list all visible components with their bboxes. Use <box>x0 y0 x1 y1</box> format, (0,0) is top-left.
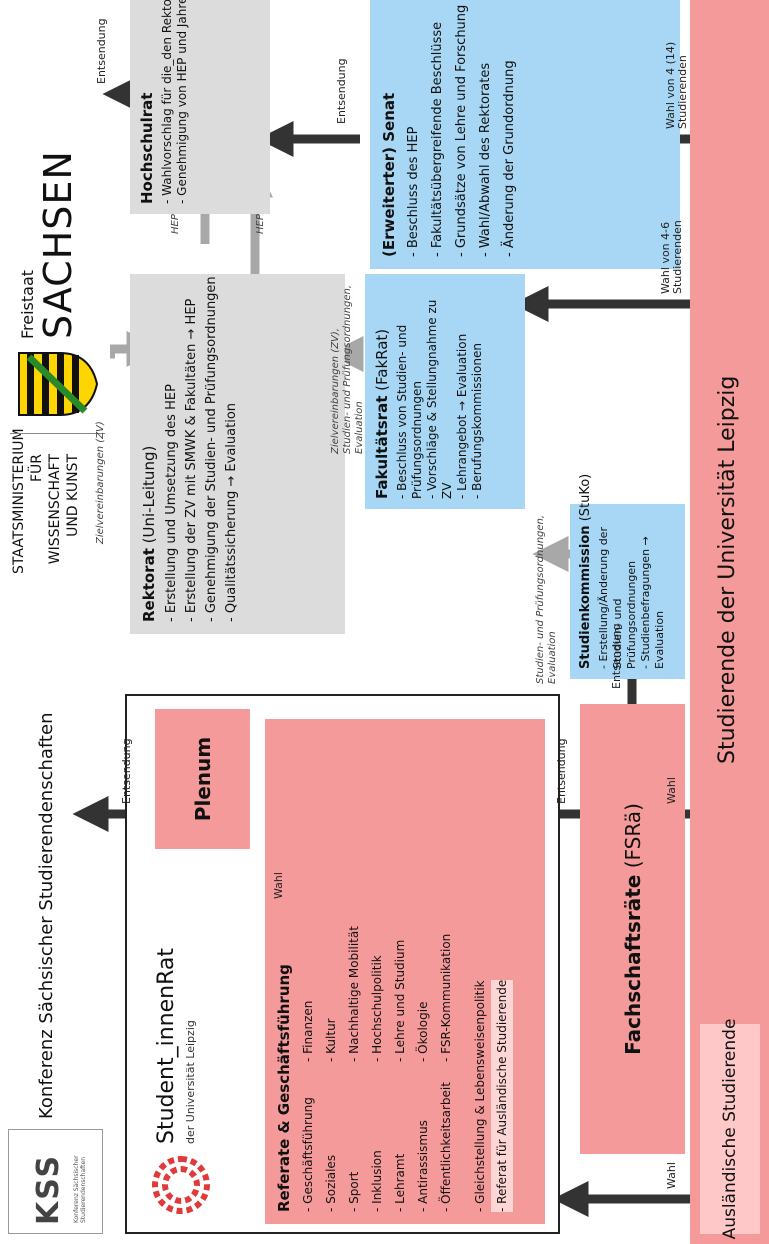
label-zv-spo-2: Studien- und Prüfungsordnungen, <box>342 284 353 454</box>
studierende-title: Studierende der Universität Leipzig <box>715 375 740 764</box>
senat-list: Beschluss des HEP Fakultätsübergreifende… <box>402 5 522 257</box>
referat-item: Geschäftsführung <box>297 1082 320 1212</box>
auslaender-title: Ausländische Studierende <box>720 1018 740 1240</box>
referate-columns: Geschäftsführung Soziales Sport Inklusio… <box>293 731 463 1212</box>
senat-item: Fakultätsübergreifende Beschlüsse <box>426 12 450 257</box>
fsr-title-rest: (FSRä) <box>620 803 645 875</box>
label-entsendung-plenum: Entsendung <box>555 738 568 804</box>
auslaender-box: Ausländische Studierende <box>700 1019 760 1239</box>
label-zv-spo-3: Evaluation <box>354 401 365 454</box>
referate-full-list: Gleichstellung & Lebensweisenpolitik Ref… <box>469 731 513 1212</box>
fakrat-title-bold: Fakultätsrat <box>373 395 391 499</box>
referat-item: Finanzen <box>297 926 320 1062</box>
stura-sub: der Universität Leipzig <box>184 1020 197 1144</box>
label-entsendung-senat: Entsendung <box>335 58 348 124</box>
rektorat-title: Rektorat (Uni-Leitung) <box>140 286 158 622</box>
fakrat-box: Fakultätsrat (FakRat) Beschluss von Stud… <box>365 274 525 509</box>
hochschulrat-title: Hochschulrat <box>138 92 156 204</box>
label-wahl-senat: Wahl von 4 (14) Studierenden <box>664 42 689 129</box>
referat-item: Lehramt <box>389 1082 412 1212</box>
senat-item: Wahl/Abwahl des Rektorates <box>474 12 498 257</box>
stuko-list: Erstellung/Änderung der Studien- und Prü… <box>597 514 667 669</box>
label-zv-spo-1: Zielvereinbarungen (ZV), <box>330 328 341 454</box>
referat-item: Lehre und Studium <box>389 926 412 1062</box>
stura-logo-icon <box>152 1156 210 1214</box>
label-wahl-fsr: Wahl <box>665 777 678 804</box>
referat-item: Kultur <box>320 926 343 1062</box>
referate-col-2: Finanzen Kultur Nachhaltige Mobilität Ho… <box>297 926 458 1062</box>
plenum-title: Plenum <box>190 736 215 822</box>
stuko-box: Studienkommission (StuKo) Erstellung/Änd… <box>570 474 685 679</box>
label-entsendung-stuko: Entsendung <box>610 623 623 689</box>
referat-item: Inklusion <box>366 1082 389 1212</box>
stuko-title-bold: Studienkommission <box>578 525 593 669</box>
fsr-title: Fachschaftsräte (FSRä) <box>621 803 645 1055</box>
label-spo-2: Evaluation <box>547 631 558 684</box>
referat-item: Sport <box>343 1082 366 1212</box>
fakrat-item: Vorschläge & Stellungnahme zu ZV <box>425 284 455 499</box>
hochschulrat-item: Wahlvorschlag für die_den Rektor_in <box>160 0 175 204</box>
hochschulrat-list: Wahlvorschlag für die_den Rektor_in Gene… <box>160 0 190 204</box>
fsr-box: Fachschaftsräte (FSRä) <box>580 704 685 1154</box>
fakrat-item: Beschluss von Studien- und Prüfungsordnu… <box>395 284 425 499</box>
stuko-title: Studienkommission (StuKo) <box>578 474 593 669</box>
fakrat-list: Beschluss von Studien- und Prüfungsordnu… <box>395 284 485 499</box>
referat-item: Soziales <box>320 1082 343 1212</box>
label-hep-senat: HEP <box>255 214 266 234</box>
fakrat-item: Berufungskommissionen <box>470 284 485 499</box>
senat-item: Änderung der Grundordnung <box>498 12 522 257</box>
rektorat-item: Erstellung der ZV mit SMWK & Fakultäten … <box>182 286 202 622</box>
rektorat-title-bold: Rektorat <box>140 548 158 622</box>
referat-item: Öffentlichkeitsarbeit <box>435 1082 458 1212</box>
referat-item: Antirassismus <box>412 1082 435 1212</box>
rektorat-item: Qualitätssicherung → Evaluation <box>222 286 242 622</box>
label-spo-stuko: Studien- und Prüfungsordnungen, Evaluati… <box>535 515 559 684</box>
label-wahl-senat-2: Studierenden <box>676 55 689 129</box>
rektorat-box: Rektorat (Uni-Leitung) Erstellung und Um… <box>130 274 345 634</box>
referate-title: Referate & Geschäftsführung <box>275 964 293 1212</box>
label-entsendung-kss: Entsendung <box>120 738 133 804</box>
label-wahl-fakrat: Wahl von 4-6 Studierenden <box>659 220 684 294</box>
stura-name: Student_innenRat <box>154 948 179 1144</box>
label-zv-spo-fakrat: Zielvereinbarungen (ZV), Studien- und Pr… <box>330 285 366 454</box>
fsr-title-bold: Fachschaftsräte <box>620 874 645 1055</box>
referat-item: FSR-Kommunikation <box>435 926 458 1062</box>
referat-item-auslaender: Referat für Ausländische Studierende <box>491 979 513 1212</box>
sachsen-crest-icon <box>15 349 100 419</box>
senat-title: (Erweiterter) Senat <box>380 92 398 257</box>
hochschulrat-box: Hochschulrat Wahlvorschlag für die_den R… <box>130 0 270 214</box>
fakrat-title: Fakultätsrat (FakRat) <box>373 284 391 499</box>
label-hep-hochschulrat: HEP <box>170 214 181 234</box>
referat-item: Gleichstellung & Lebensweisenpolitik <box>469 731 491 1212</box>
label-wahl-referate: Wahl <box>272 872 285 899</box>
referate-box: Referate & Geschäftsführung Geschäftsfüh… <box>265 719 545 1224</box>
stuko-title-rest: (StuKo) <box>578 473 593 526</box>
stuko-item: Studienbefragungen → Evaluation <box>639 514 667 669</box>
referat-item: Hochschulpolitik <box>366 926 389 1062</box>
label-entsendung-hochschulrat: Entsendung <box>95 18 108 84</box>
fakrat-item: Lehrangebot → Evaluation <box>455 284 470 499</box>
plenum-box: Plenum <box>155 709 250 849</box>
referat-item: Nachhaltige Mobilität <box>343 926 366 1062</box>
senat-box: (Erweiterter) Senat Beschluss des HEP Fa… <box>370 0 680 269</box>
referat-item: Ökologie <box>412 926 435 1062</box>
senat-item: Beschluss des HEP <box>402 12 426 257</box>
referate-col-1: Geschäftsführung Soziales Sport Inklusio… <box>297 1082 458 1212</box>
rektorat-title-rest: (Uni-Leitung) <box>140 445 158 549</box>
senat-item: Grundsätze von Lehre und Forschung <box>450 5 474 257</box>
hochschulrat-item: Genehmigung von HEP und Jahresbericht <box>175 0 190 204</box>
rektorat-item: Erstellung und Umsetzung des HEP <box>162 286 182 622</box>
label-zv-smwk: Zielvereinbarungen (ZV) <box>95 421 106 544</box>
fakrat-title-rest: (FakRat) <box>373 328 391 396</box>
rektorat-item: Genehmigung der Studien- und Prüfungsord… <box>202 276 222 622</box>
label-wahl-auslaender: Wahl <box>665 1162 678 1189</box>
label-spo-1: Studien- und Prüfungsordnungen, <box>535 514 546 684</box>
stura-logo: Student_innenRat der Universität Leipzig <box>140 948 225 1216</box>
rektorat-list: Erstellung und Umsetzung des HEP Erstell… <box>162 276 242 622</box>
label-wahl-fakrat-2: Studierenden <box>671 220 684 294</box>
